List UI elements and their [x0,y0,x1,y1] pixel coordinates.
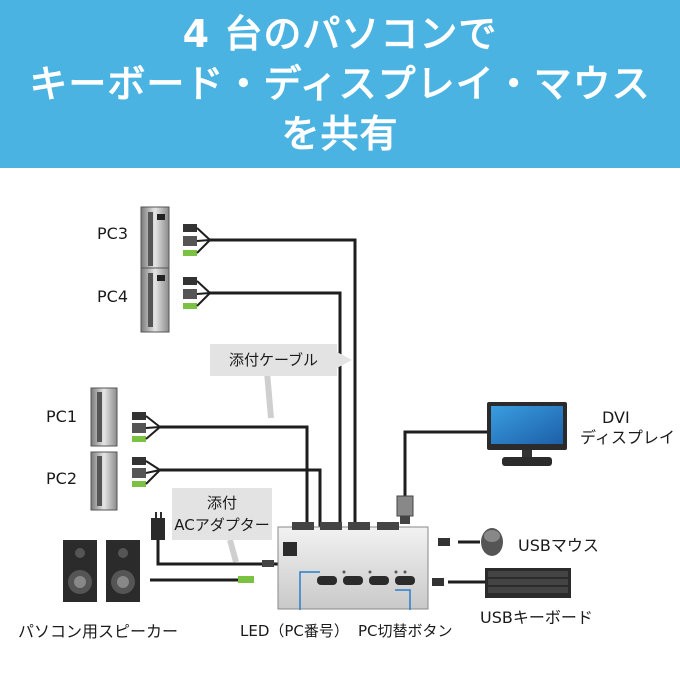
dvi-label-line2: ディスプレイ [580,428,675,447]
pc4-label: PC4 [97,287,128,306]
kvm-switch [277,522,429,610]
keyboard [485,568,571,598]
pc3-label: PC3 [97,224,128,243]
cable-dvi [403,430,500,498]
pc2-tower [90,451,118,511]
mouse [481,528,503,556]
switch-button-label: PC切替ボタン [358,622,453,640]
cable-callout-arrow [337,352,352,368]
pc2-connectors [132,457,161,487]
pc3-connectors [183,224,211,256]
pc1-tower [90,387,118,447]
title-line-2: キーボード・ディスプレイ・マウス [29,62,651,106]
pc4-connectors [183,277,211,309]
led-label: LED（PC番号） [240,622,349,640]
cable-callout: 添付ケーブル [210,344,337,376]
speakers-label: パソコン用スピーカー [18,622,179,641]
title-line-1: 4 台のパソコンで [182,12,498,56]
pc3-tower [140,206,170,272]
cable-pc1 [160,425,309,530]
adapter-callout-pointer [227,539,239,563]
adapter-label-line1: 添付 [206,494,237,512]
cable-pc3 [210,238,357,530]
title-line-3: を共有 [281,112,399,156]
usb-mouse-label: USBマウス [518,536,599,555]
led-pointer [299,571,320,610]
switch-buttons [317,570,415,585]
pc1-connectors [132,412,161,442]
title-banner: 4 台のパソコンで キーボード・ディスプレイ・マウス を共有 [0,0,680,168]
speakers [63,540,254,602]
monitor [487,402,567,466]
dvi-plug [396,495,414,524]
connection-diagram [63,206,571,610]
dvi-label-line1: DVI [602,408,630,427]
pc1-label: PC1 [46,407,77,426]
ac-adapter [151,512,274,567]
cable-pc4 [210,291,342,530]
kvm-usb-plugs [432,538,450,586]
dvi-label: DVI ディスプレイ [580,408,675,448]
cables [150,238,500,584]
pc4-tower [140,267,170,333]
pc2-label: PC2 [46,469,77,488]
cable-label: 添付ケーブル [228,351,319,369]
usb-keyboard-label: USBキーボード [480,608,593,627]
switch-pointer [395,589,411,610]
adapter-label-line2: ACアダプター [174,516,270,534]
cable-callout-pointer [264,371,274,419]
cable-adapter [156,540,280,566]
adapter-callout: 添付 ACアダプター [172,488,272,540]
label-pointers [299,571,411,610]
cable-pc2 [160,468,322,530]
